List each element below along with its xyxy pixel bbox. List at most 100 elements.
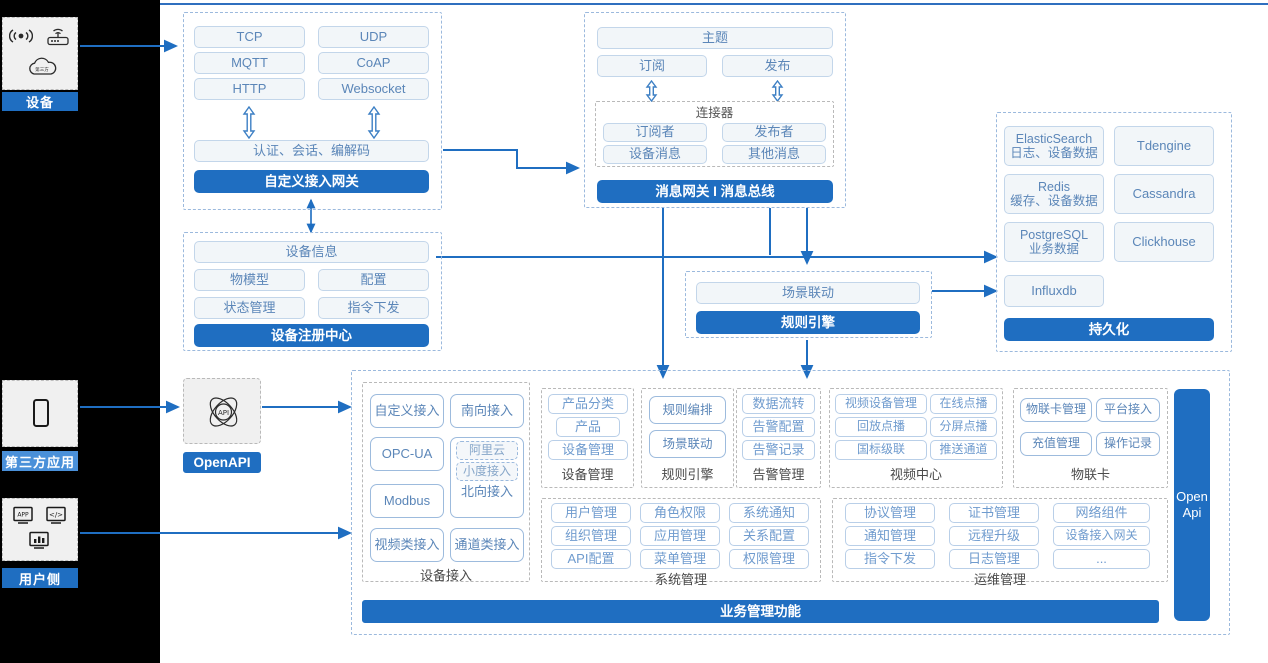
svg-text:APP: APP xyxy=(17,512,29,519)
ops-mgmt-caption: 运维管理 xyxy=(973,571,1026,587)
business-footer[interactable]: 业务管理功能 xyxy=(362,600,1159,623)
dm-device-mgmt[interactable]: 设备管理 xyxy=(548,440,628,460)
svg-text:</>: </> xyxy=(49,511,63,519)
am-data-flow[interactable]: 数据流转 xyxy=(742,394,815,414)
router-icon xyxy=(47,28,69,46)
access-northbound-label: 北向接入 xyxy=(460,484,513,499)
device-access-caption: 设备接入 xyxy=(419,567,472,583)
ic-recharge-mgmt[interactable]: 充值管理 xyxy=(1020,432,1092,456)
re-scene-linkage[interactable]: 场景联动 xyxy=(649,430,726,458)
message-gateway-footer[interactable]: 消息网关 I 消息总线 xyxy=(597,180,833,203)
access-northbound-group[interactable]: 阿里云 小度接入 北向接入 xyxy=(450,437,524,518)
config-box[interactable]: 配置 xyxy=(318,269,429,291)
ops-network-component[interactable]: 网络组件 xyxy=(1053,503,1150,523)
sm-system-notice[interactable]: 系统通知 xyxy=(729,503,809,523)
connector-other-message[interactable]: 其他消息 xyxy=(722,145,826,164)
access-video[interactable]: 视频类接入 xyxy=(370,528,444,562)
access-modbus[interactable]: Modbus xyxy=(370,484,444,518)
subscribe-box[interactable]: 订阅 xyxy=(597,55,707,77)
ic-platform-access[interactable]: 平台接入 xyxy=(1096,398,1160,422)
openapi-node-badge[interactable]: OpenAPI xyxy=(183,452,261,473)
vc-playback[interactable]: 回放点播 xyxy=(835,417,927,437)
sm-menu-mgmt[interactable]: 菜单管理 xyxy=(640,549,720,569)
sm-app-mgmt[interactable]: 应用管理 xyxy=(640,526,720,546)
protocol-coap[interactable]: CoAP xyxy=(318,52,429,74)
updown-arrow-right xyxy=(367,106,381,139)
device-registry-footer[interactable]: 设备注册中心 xyxy=(194,324,429,347)
store-redis[interactable]: Redis 缓存、设备数据 xyxy=(1004,174,1104,214)
ops-protocol-mgmt[interactable]: 协议管理 xyxy=(845,503,935,523)
vc-device-mgmt[interactable]: 视频设备管理 xyxy=(835,394,927,414)
thing-model-box[interactable]: 物模型 xyxy=(194,269,305,291)
openapi-node-card: API xyxy=(183,378,261,444)
publish-box[interactable]: 发布 xyxy=(722,55,833,77)
device-registry-group xyxy=(183,232,442,351)
sm-user-mgmt[interactable]: 用户管理 xyxy=(551,503,631,523)
ops-log-mgmt[interactable]: 日志管理 xyxy=(949,549,1039,569)
access-southbound[interactable]: 南向接入 xyxy=(450,394,524,428)
am-alarm-config[interactable]: 告警配置 xyxy=(742,417,815,437)
store-influxdb[interactable]: Influxdb xyxy=(1004,275,1104,307)
store-tdengine[interactable]: Tdengine xyxy=(1114,126,1214,166)
access-custom[interactable]: 自定义接入 xyxy=(370,394,444,428)
protocol-udp[interactable]: UDP xyxy=(318,26,429,48)
system-mgmt-group xyxy=(541,498,821,582)
sm-api-config[interactable]: API配置 xyxy=(551,549,631,569)
protocol-http[interactable]: HTTP xyxy=(194,78,305,100)
sm-role-permission[interactable]: 角色权限 xyxy=(640,503,720,523)
access-channel[interactable]: 通道类接入 xyxy=(450,528,524,562)
ops-cert-mgmt[interactable]: 证书管理 xyxy=(949,503,1039,523)
rule-engine-footer[interactable]: 规则引擎 xyxy=(696,311,920,334)
message-bus-group xyxy=(584,12,846,208)
protocol-tcp[interactable]: TCP xyxy=(194,26,305,48)
auth-session-codec[interactable]: 认证、会话、编解码 xyxy=(194,140,429,162)
video-center-group xyxy=(829,388,1003,488)
ops-command-dispatch[interactable]: 指令下发 xyxy=(845,549,935,569)
vc-push-channel[interactable]: 推送通道 xyxy=(930,440,997,460)
store-cassandra[interactable]: Cassandra xyxy=(1114,174,1214,214)
ic-operation-log[interactable]: 操作记录 xyxy=(1096,432,1160,456)
sm-permission-mgmt[interactable]: 权限管理 xyxy=(729,549,809,569)
sm-org-mgmt[interactable]: 组织管理 xyxy=(551,526,631,546)
connector-group xyxy=(595,101,834,167)
protocol-mqtt[interactable]: MQTT xyxy=(194,52,305,74)
connector-subscriber[interactable]: 订阅者 xyxy=(603,123,707,142)
state-mgmt-box[interactable]: 状态管理 xyxy=(194,297,305,319)
openapi-bar-line1: Open xyxy=(1176,488,1208,504)
store-postgresql[interactable]: PostgreSQL 业务数据 xyxy=(1004,222,1104,262)
connector-device-message[interactable]: 设备消息 xyxy=(603,145,707,164)
scene-linkage-box[interactable]: 场景联动 xyxy=(696,282,920,304)
am-alarm-record[interactable]: 告警记录 xyxy=(742,440,815,460)
ops-device-gateway[interactable]: 设备接入网关 xyxy=(1053,526,1150,546)
dm-product-category[interactable]: 产品分类 xyxy=(548,394,628,414)
persistence-footer[interactable]: 持久化 xyxy=(1004,318,1214,341)
openapi-bar-line2: Api xyxy=(1182,505,1202,520)
protocol-websocket[interactable]: Websocket xyxy=(318,78,429,100)
ic-card-mgmt[interactable]: 物联卡管理 xyxy=(1020,398,1092,422)
custom-access-gateway-footer[interactable]: 自定义接入网关 xyxy=(194,170,429,193)
connector-title: 连接器 xyxy=(695,106,734,120)
vc-live[interactable]: 在线点播 xyxy=(930,394,997,414)
ops-notice-mgmt[interactable]: 通知管理 xyxy=(845,526,935,546)
command-dispatch-box[interactable]: 指令下发 xyxy=(318,297,429,319)
topic-box[interactable]: 主题 xyxy=(597,27,833,49)
store-clickhouse[interactable]: Clickhouse xyxy=(1114,222,1214,262)
device-card: 第三方 xyxy=(2,17,78,90)
store-elasticsearch[interactable]: ElasticSearch 日志、设备数据 xyxy=(1004,126,1104,166)
rule-engine-group xyxy=(685,271,932,338)
access-xiaodu[interactable]: 小度接入 xyxy=(456,462,518,481)
re-rule-orchestration[interactable]: 规则编排 xyxy=(649,396,726,424)
ops-more[interactable]: ... xyxy=(1053,549,1150,569)
top-rule-divider xyxy=(160,3,1268,5)
vc-gb-cascade[interactable]: 国标级联 xyxy=(835,440,927,460)
device-info-box[interactable]: 设备信息 xyxy=(194,241,429,263)
vc-split-screen[interactable]: 分屏点播 xyxy=(930,417,997,437)
openapi-vertical-bar[interactable]: Open Api xyxy=(1174,389,1210,621)
connector-publisher[interactable]: 发布者 xyxy=(722,123,826,142)
access-opc-ua[interactable]: OPC-UA xyxy=(370,437,444,471)
sm-relation-config[interactable]: 关系配置 xyxy=(729,526,809,546)
ops-remote-upgrade[interactable]: 远程升级 xyxy=(949,526,1039,546)
dm-product[interactable]: 产品 xyxy=(556,417,620,437)
access-aliyun[interactable]: 阿里云 xyxy=(456,441,518,460)
